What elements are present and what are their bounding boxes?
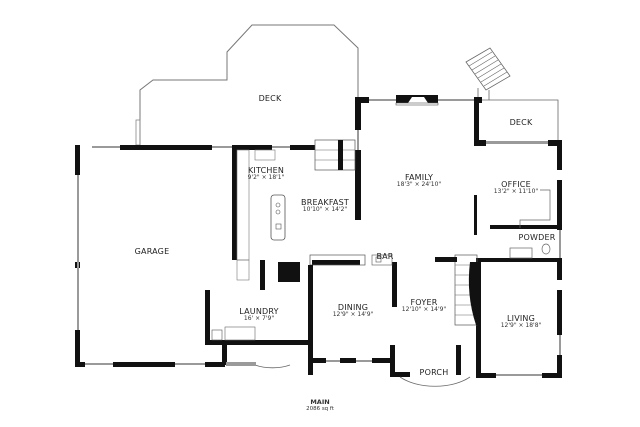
room-label-deck-main: DECK [259,94,282,103]
room-label-foyer: FOYER 12'10" × 14'9" [402,298,446,314]
floor-area: 2086 sq ft [306,406,334,412]
room-dimensions: 9'2" × 18'1" [247,174,285,182]
room-name: FAMILY [404,173,434,182]
room-name: DINING [337,303,369,312]
room-label-breakfast: BREAKFAST 10'10" × 14'2" [301,198,349,214]
room-name: BREAKFAST [301,198,349,207]
room-dimensions: 13'2" × 11'10" [493,188,539,196]
room-label-garage: GARAGE [135,247,170,256]
deck-outline [139,24,359,145]
room-name: PORCH [419,368,449,377]
room-label-dining: DINING 12'9" × 14'9" [333,303,374,319]
room-name: LAUNDRY [239,307,279,316]
room-dimensions: 10'10" × 14'2" [302,206,348,214]
room-name: OFFICE [501,180,531,189]
room-name: DECK [509,118,533,127]
room-dimensions: 18'3" × 24'10" [396,181,442,189]
room-label-kitchen: KITCHEN 9'2" × 18'1" [248,166,285,182]
room-label-deck-side: DECK [510,118,533,127]
room-label-powder: POWDER [518,233,555,242]
room-name: DECK [258,94,282,103]
room-name: KITCHEN [247,166,285,175]
room-name: BAR [376,252,394,261]
room-label-office: OFFICE 13'2" × 11'10" [494,180,538,196]
room-dimensions: 12'10" × 14'9" [401,306,447,314]
room-label-family: FAMILY 18'3" × 24'10" [397,173,441,189]
room-label-porch: PORCH [420,368,449,377]
room-name: LIVING [506,314,536,323]
room-dimensions: 12'9" × 18'8" [500,322,542,330]
room-label-laundry: LAUNDRY 16' × 7'9" [239,307,278,323]
kitchen-island [270,194,286,241]
room-dimensions: 16' × 7'9" [243,315,275,323]
room-name: POWDER [518,233,556,242]
room-name: FOYER [410,298,438,307]
room-name: GARAGE [134,247,170,256]
room-label-bar: BAR [376,252,393,261]
floor-name: MAIN [310,398,330,406]
room-label-living: LIVING 12'9" × 18'8" [501,314,542,330]
floor-summary: MAIN 2086 sq ft [306,398,334,412]
fireplace [396,95,438,103]
room-dimensions: 12'9" × 14'9" [332,311,374,319]
deck-stairs [465,47,511,91]
back-stairs [314,139,356,171]
